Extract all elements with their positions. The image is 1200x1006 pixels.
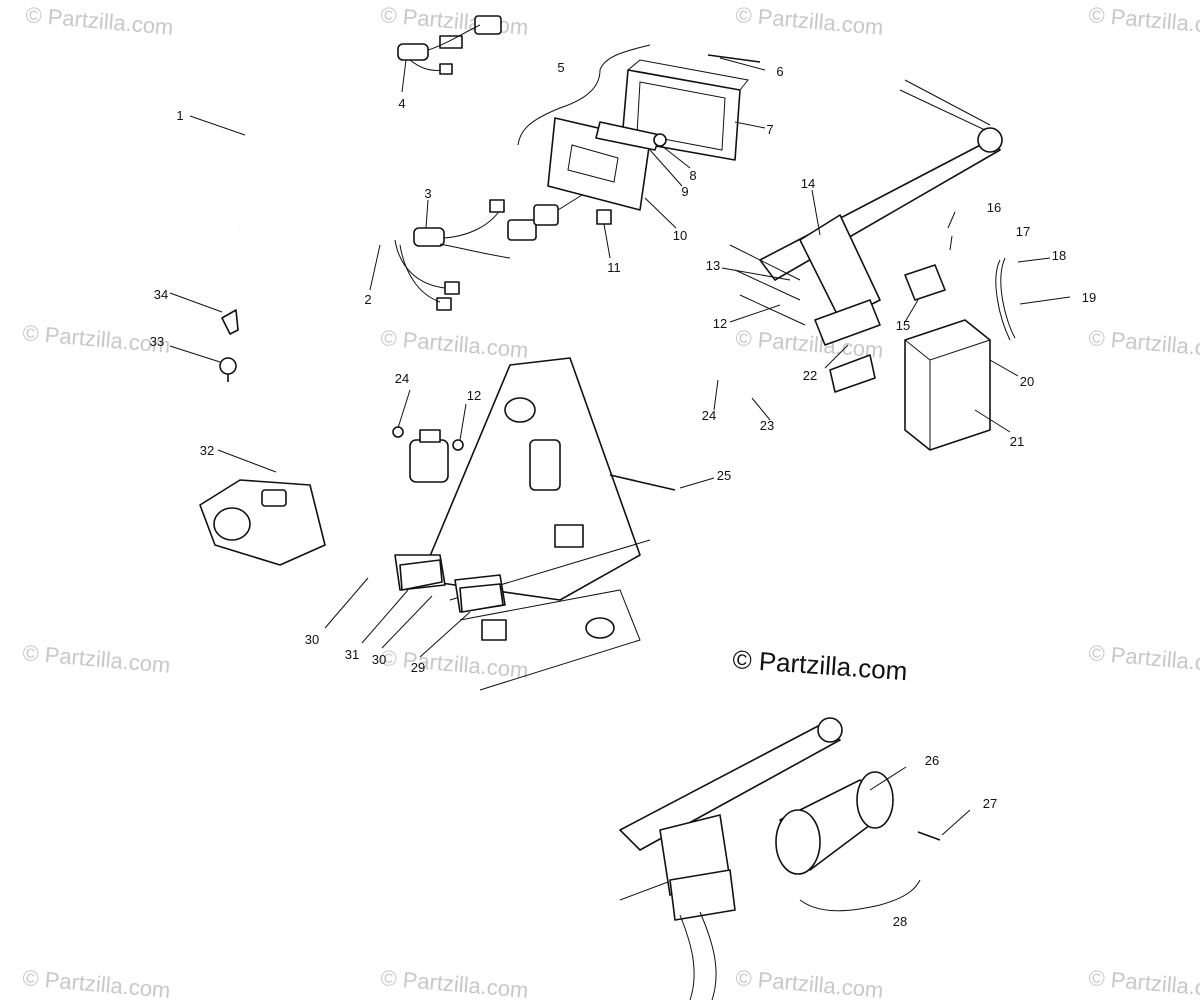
watermark-text: © Partzilla.com xyxy=(1088,640,1200,678)
callout-23: 23 xyxy=(760,418,774,433)
mounting-plate xyxy=(419,357,651,691)
tail-light-assembly xyxy=(547,54,761,225)
callout-18: 18 xyxy=(1052,248,1066,263)
copyright-notice: © Partzilla.com xyxy=(732,644,909,686)
callout-30: 30 xyxy=(372,652,386,667)
battery xyxy=(904,257,1016,451)
starter-solenoid xyxy=(659,814,736,1001)
callout-12: 12 xyxy=(467,388,481,403)
callout-17: 17 xyxy=(1016,224,1030,239)
brace-part-28 xyxy=(799,879,921,912)
watermark-text: © Partzilla.com xyxy=(1088,325,1200,363)
watermark-text: © Partzilla.com xyxy=(22,640,172,678)
wiring-harness xyxy=(237,15,591,311)
callout-27: 27 xyxy=(983,796,997,811)
callout-16: 16 xyxy=(987,200,1001,215)
callout-9: 9 xyxy=(681,184,688,199)
callout-34: 34 xyxy=(154,287,168,302)
cdi-module-right xyxy=(454,574,506,613)
callout-31: 31 xyxy=(345,647,359,662)
callout-32: 32 xyxy=(200,443,214,458)
callout-10: 10 xyxy=(673,228,687,243)
ignition-coil xyxy=(392,426,676,491)
watermark-text: © Partzilla.com xyxy=(22,965,172,1003)
part-33-bolt xyxy=(219,357,237,382)
callout-24: 24 xyxy=(702,408,716,423)
callout-19: 19 xyxy=(1082,290,1096,305)
brace-part-5 xyxy=(517,69,601,146)
callout-15: 15 xyxy=(896,318,910,333)
watermark-text: © Partzilla.com xyxy=(25,2,175,40)
callout-30: 30 xyxy=(305,632,319,647)
callout-28: 28 xyxy=(893,914,907,929)
starter-motor xyxy=(775,771,894,875)
cdi-module-left xyxy=(394,554,446,591)
callout-20: 20 xyxy=(1020,374,1034,389)
part-32-housing xyxy=(199,479,326,566)
callout-7: 7 xyxy=(766,122,773,137)
brace-part-5-top xyxy=(599,44,651,71)
frame-upper xyxy=(729,79,1003,393)
leader-lines xyxy=(169,57,1071,836)
watermark-text: © Partzilla.com xyxy=(380,645,530,683)
callout-6: 6 xyxy=(776,64,783,79)
callout-29: 29 xyxy=(411,660,425,675)
callout-12: 12 xyxy=(713,316,727,331)
watermark-text: © Partzilla.com xyxy=(380,325,530,363)
callout-25: 25 xyxy=(717,468,731,483)
callout-21: 21 xyxy=(1010,434,1024,449)
watermark-text: © Partzilla.com xyxy=(380,965,530,1003)
callout-14: 14 xyxy=(801,176,815,191)
part-34-clip xyxy=(221,309,239,335)
callout-8: 8 xyxy=(689,168,696,183)
watermark-text: © Partzilla.com xyxy=(1088,965,1200,1003)
callout-11: 11 xyxy=(607,260,621,275)
callout-3: 3 xyxy=(424,186,431,201)
callout-1: 1 xyxy=(176,108,183,123)
callout-13: 13 xyxy=(706,258,720,273)
callout-2: 2 xyxy=(364,292,371,307)
watermark-text: © Partzilla.com xyxy=(735,965,885,1003)
callout-22: 22 xyxy=(803,368,817,383)
callout-26: 26 xyxy=(925,753,939,768)
callout-33: 33 xyxy=(150,334,164,349)
watermark-text: © Partzilla.com xyxy=(1088,2,1200,40)
callout-24: 24 xyxy=(395,371,409,386)
watermark-text: © Partzilla.com xyxy=(735,2,885,40)
watermark-text: © Partzilla.com xyxy=(380,2,530,40)
callout-4: 4 xyxy=(398,96,405,111)
callout-5: 5 xyxy=(557,60,564,75)
